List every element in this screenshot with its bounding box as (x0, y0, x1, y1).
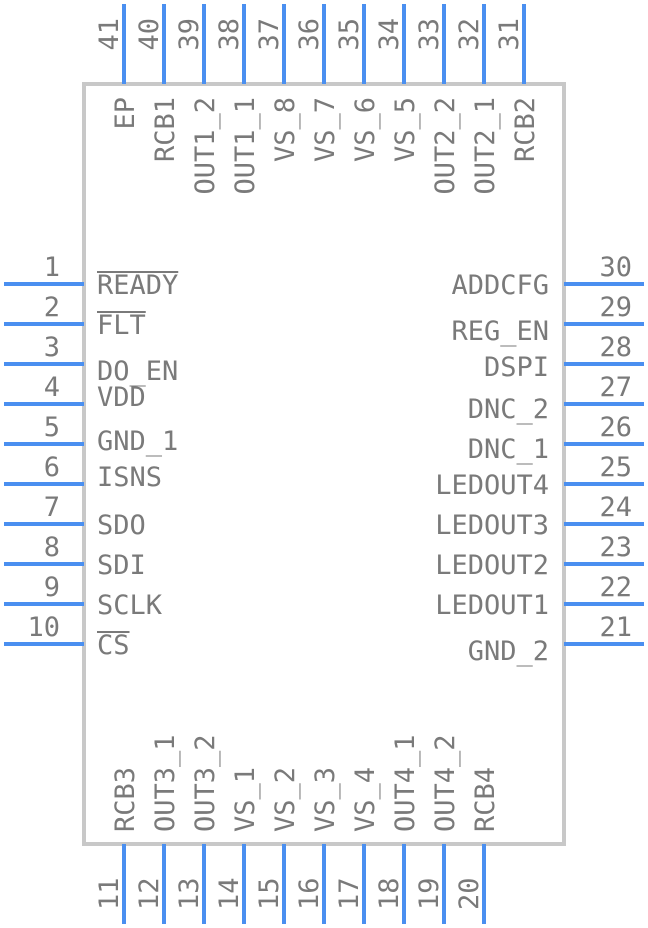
pin-name-top: OUT1_2 (190, 97, 221, 195)
pin-number-left: 4 (44, 372, 60, 403)
pin-name-top: RCB1 (150, 97, 181, 162)
pin-name-bottom: VS_1 (230, 767, 261, 832)
pin-name-left: GND_1 (97, 426, 178, 457)
pin-number-right: 29 (599, 292, 632, 323)
pin-number-bottom: 16 (294, 877, 325, 910)
pin-name-left: CS (97, 630, 130, 661)
pin-number-top: 33 (414, 18, 445, 51)
pin-number-bottom: 19 (414, 877, 445, 910)
pin-name-top: VS_8 (270, 97, 301, 162)
pin-name-left: VDD (97, 382, 146, 413)
pin-name-bottom: OUT4_1 (390, 734, 421, 832)
pin-name-right: DNC_1 (468, 434, 549, 465)
bottom-pin-group: 11 RCB3 12 OUT3_1 13 OUT3_2 14 VS_1 15 VS_2 16 VS_3… (94, 734, 501, 924)
pin-name-top: EP (110, 97, 141, 130)
pin-name-right: REG_EN (451, 316, 549, 347)
pin-name-right: LEDOUT2 (435, 550, 549, 581)
pin-number-right: 27 (599, 372, 632, 403)
pin-number-right: 24 (599, 492, 632, 523)
pin-number-right: 22 (599, 572, 632, 603)
pin-name-right: GND_2 (468, 636, 549, 667)
pin-number-bottom: 18 (374, 877, 405, 910)
pin-name-right: LEDOUT3 (435, 510, 549, 541)
pin-number-left: 5 (44, 412, 60, 443)
pin-number-top: 38 (214, 18, 245, 51)
pin-name-top: OUT2_1 (470, 97, 501, 195)
pin-name-left: SCLK (97, 590, 163, 621)
pin-number-bottom: 13 (174, 877, 205, 910)
pin-name-top: OUT1_1 (230, 97, 261, 195)
pin-number-left: 6 (44, 452, 60, 483)
pin-number-bottom: 17 (334, 877, 365, 910)
pin-number-bottom: 12 (134, 877, 165, 910)
pin-number-top: 40 (134, 18, 165, 51)
pin-number-left: 9 (44, 572, 60, 603)
pin-name-bottom: VS_2 (270, 767, 301, 832)
pin-number-left: 1 (44, 252, 60, 283)
pin-name-top: OUT2_2 (430, 97, 461, 195)
pin-name-right: DSPI (484, 352, 549, 383)
pin-number-top: 37 (254, 18, 285, 51)
pin-name-bottom: VS_4 (350, 767, 381, 832)
pin-name-left: READY (97, 270, 178, 301)
pin-number-bottom: 14 (214, 877, 245, 910)
pin-number-top: 31 (494, 18, 525, 51)
pin-number-top: 35 (334, 18, 365, 51)
pin-number-right: 23 (599, 532, 632, 563)
pin-name-top: VS_7 (310, 97, 341, 162)
pin-number-right: 26 (599, 412, 632, 443)
pin-number-top: 36 (294, 18, 325, 51)
pin-number-top: 34 (374, 18, 405, 51)
pin-number-right: 30 (599, 252, 632, 283)
pin-number-right: 21 (599, 612, 632, 643)
pin-name-bottom: OUT4_2 (430, 734, 461, 832)
pin-number-left: 3 (44, 332, 60, 363)
pin-name-top: RCB2 (510, 97, 541, 162)
pin-number-bottom: 11 (94, 877, 125, 910)
pin-name-right: LEDOUT4 (435, 470, 549, 501)
pin-name-left: FLT (97, 310, 146, 341)
ic-body (82, 82, 566, 846)
pin-name-left: ISNS (97, 462, 162, 493)
pin-name-right: LEDOUT1 (435, 590, 549, 621)
pin-number-top: 41 (94, 18, 125, 51)
pin-number-left: 2 (44, 292, 60, 323)
pin-number-left: 8 (44, 532, 60, 563)
pin-name-top: VS_5 (390, 97, 421, 162)
pin-name-top: VS_6 (350, 97, 381, 162)
pin-name-bottom: VS_3 (310, 767, 341, 832)
pin-number-right: 28 (599, 332, 632, 363)
pin-name-right: ADDCFG (451, 270, 549, 301)
pin-name-bottom: OUT3_1 (150, 734, 181, 832)
pin-number-right: 25 (599, 452, 632, 483)
pin-name-left: SDO (97, 510, 146, 541)
pin-name-left: DO_EN (97, 356, 178, 387)
pin-name-right: DNC_2 (468, 394, 549, 425)
pin-name-bottom: RCB4 (470, 767, 501, 832)
pin-number-top: 39 (174, 18, 205, 51)
pin-number-left: 10 (27, 612, 60, 643)
pin-number-bottom: 20 (454, 877, 485, 910)
pin-name-left: SDI (97, 550, 146, 581)
pin-number-bottom: 15 (254, 877, 285, 910)
pin-name-bottom: RCB3 (110, 767, 141, 832)
pin-number-top: 32 (454, 18, 485, 51)
pin-name-bottom: OUT3_2 (190, 734, 221, 832)
pin-number-left: 7 (44, 492, 60, 523)
